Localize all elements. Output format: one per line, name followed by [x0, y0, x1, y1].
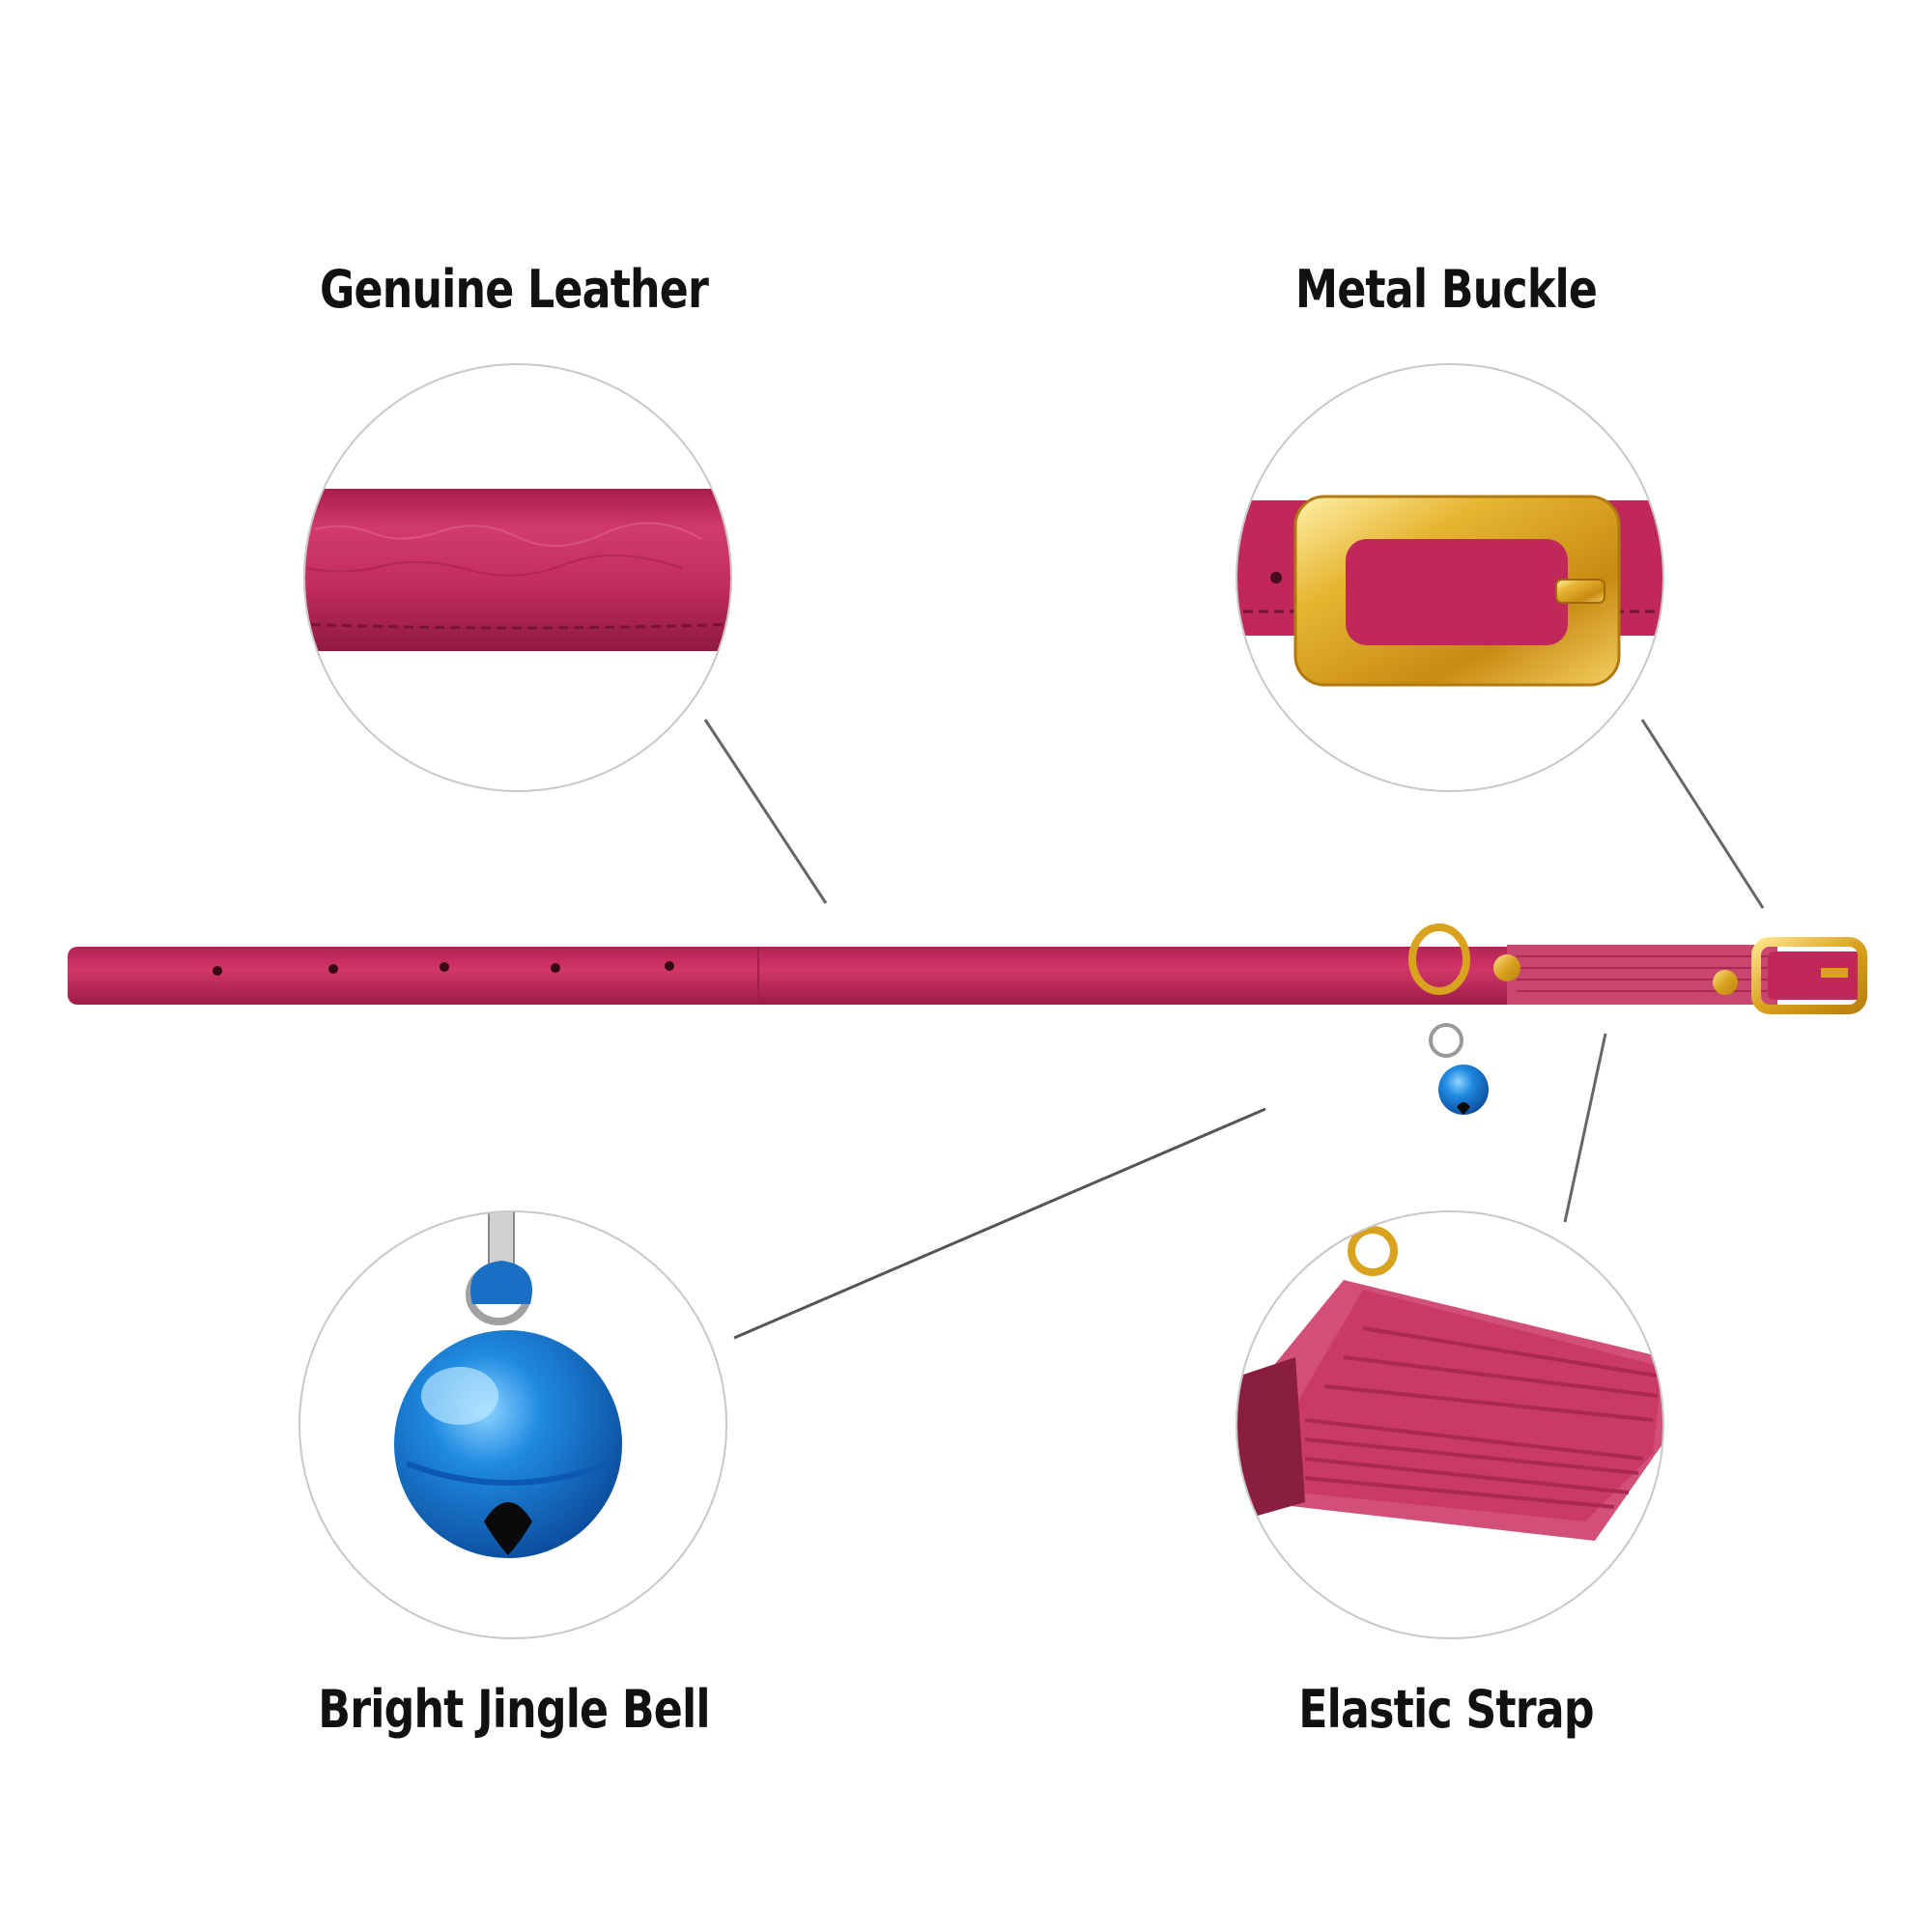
leather-band-detail: [305, 489, 730, 651]
collar-d-ring: [1408, 923, 1470, 995]
collar-hole: [213, 966, 222, 976]
leader-line-leather: [703, 719, 828, 904]
collar-hole: [551, 963, 560, 973]
zoom-circle-strap: [1236, 1210, 1664, 1639]
label-bright-jingle-bell: Bright Jingle Bell: [318, 1679, 710, 1740]
label-elastic-strap: Elastic Strap: [1298, 1679, 1594, 1740]
collar-rivet: [1493, 954, 1520, 981]
zoom-circle-buckle: [1236, 363, 1664, 792]
zoom-circle-leather: [303, 363, 732, 792]
collar-hole: [328, 964, 338, 974]
label-genuine-leather: Genuine Leather: [320, 259, 709, 320]
collar-hole: [440, 962, 449, 972]
collar-hole: [665, 961, 674, 971]
collar-bell-icon: [1438, 1065, 1489, 1115]
leader-line-bell: [733, 1107, 1266, 1340]
elastic-band-detail: [1295, 1290, 1662, 1521]
collar-elastic-section: [1507, 945, 1777, 1005]
leader-line-strap: [1563, 1033, 1607, 1223]
collar-rivet: [1713, 970, 1738, 995]
leader-line-buckle: [1640, 719, 1765, 909]
collar-leather-band: [68, 947, 1517, 1005]
label-metal-buckle: Metal Buckle: [1294, 259, 1598, 320]
collar-buckle: [1751, 937, 1867, 1014]
zoom-circle-bell: [298, 1210, 727, 1639]
